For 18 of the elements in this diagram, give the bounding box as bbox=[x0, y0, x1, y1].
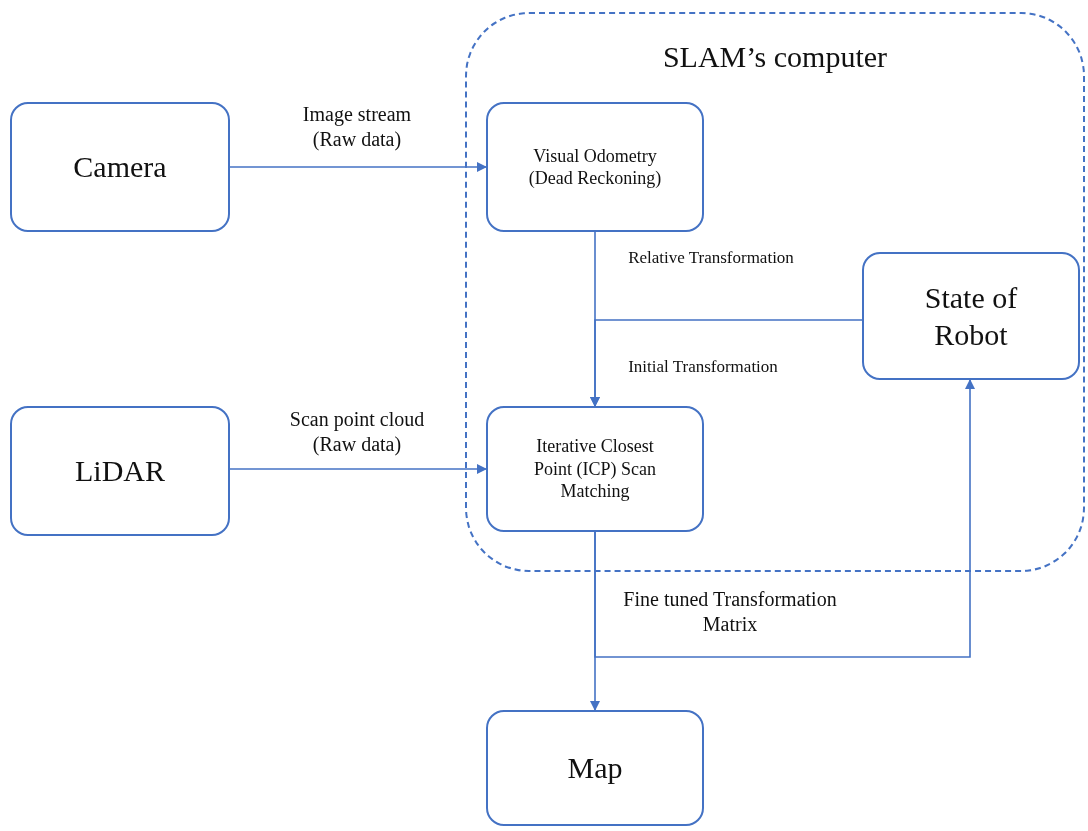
arrow bbox=[594, 379, 975, 658]
arrow bbox=[590, 319, 863, 407]
group-box bbox=[465, 12, 1085, 572]
node-label: State of Robot bbox=[923, 279, 1019, 353]
process-box bbox=[486, 102, 704, 232]
node-label: Camera bbox=[73, 149, 167, 186]
group-title: SLAM’s computer bbox=[662, 39, 888, 75]
process-box bbox=[862, 252, 1080, 380]
process-box bbox=[10, 406, 230, 536]
process-box bbox=[10, 102, 230, 232]
arrow bbox=[229, 464, 487, 474]
process-box bbox=[486, 710, 704, 826]
node-label: LiDAR bbox=[75, 453, 165, 490]
arrow bbox=[229, 162, 487, 172]
node-label: Iterative Closest Point (ICP) Scan Matching bbox=[533, 435, 657, 503]
node-label: Visual Odometry (Dead Reckoning) bbox=[527, 144, 663, 190]
node-label: Map bbox=[567, 750, 623, 787]
process-box bbox=[486, 406, 704, 532]
